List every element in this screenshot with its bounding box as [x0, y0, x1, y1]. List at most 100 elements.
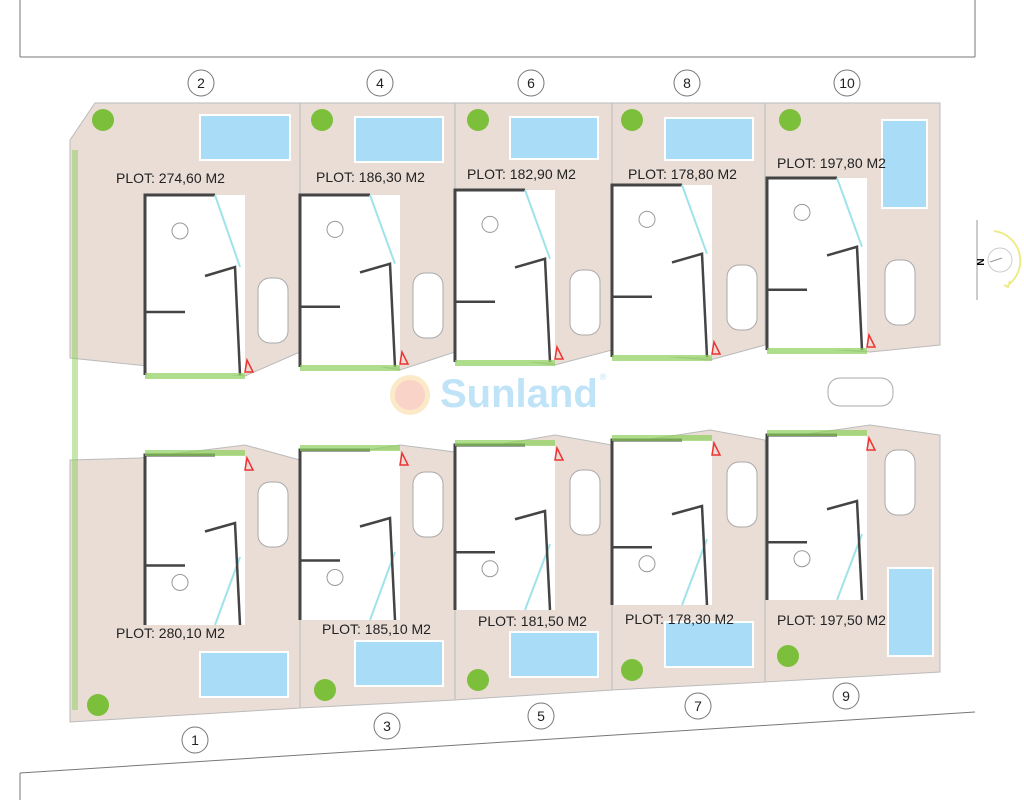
interior-wall: [204, 265, 242, 376]
plot-number: 1: [191, 732, 199, 748]
house-wall: [610, 183, 682, 357]
plot-number-badge: [366, 69, 394, 97]
plot-area-label: PLOT: 197,80 M2: [777, 155, 886, 171]
plot-2: PLOT: 274,60 M2 2: [69, 69, 301, 379]
house-footprint: [767, 178, 867, 350]
car-icon: [884, 259, 916, 326]
interior-wall: [826, 245, 864, 351]
palm-tree-icon: [467, 109, 489, 131]
house-footprint: [145, 195, 245, 375]
hedge: [612, 355, 712, 361]
sunland-logo: Sunland ®: [390, 372, 606, 417]
plot-9: PLOT: 197,50 M29: [764, 424, 941, 710]
plot-10: PLOT: 197,80 M2 10: [764, 69, 941, 354]
palm-tree-icon: [311, 109, 333, 131]
entrance-arrow-icon: [244, 455, 255, 471]
plot-number-badge: [832, 682, 860, 710]
logo-text: Sunland: [440, 372, 598, 416]
hedge: [72, 150, 78, 710]
north-arrow-icon: N: [976, 220, 1022, 300]
pool: [354, 116, 444, 163]
pool: [199, 114, 291, 161]
hedge: [767, 348, 867, 354]
pool: [199, 651, 289, 698]
house-wall: [453, 188, 525, 362]
hedge: [612, 435, 712, 441]
logo-registered: ®: [599, 372, 607, 382]
glazing: [524, 543, 551, 611]
north-label: N: [976, 258, 987, 265]
plot-number-badge: [684, 692, 712, 720]
plot-number: 10: [839, 75, 855, 91]
entrance-arrow-icon: [866, 435, 877, 451]
plot-5: PLOT: 181,50 M2 5: [453, 434, 613, 730]
car-icon: [412, 471, 444, 538]
interior-wall: [671, 252, 709, 358]
car-icon: [257, 481, 289, 548]
glazing: [681, 538, 708, 606]
plot-area-label: PLOT: 178,30 M2: [625, 611, 734, 627]
house-footprint: [455, 445, 555, 610]
plot-area-label: PLOT: 274,60 M2: [116, 170, 225, 186]
plot-number: 4: [376, 75, 384, 91]
interior-wall: [359, 262, 397, 368]
house-footprint: [300, 450, 400, 620]
glazing: [681, 184, 708, 255]
plot-1: PLOT: 280,10 M21: [69, 444, 301, 754]
entrance-arrow-icon: [866, 332, 877, 348]
furniture-icon: [326, 569, 344, 586]
car-icon: [726, 264, 758, 331]
pool: [881, 119, 928, 209]
plot-number-badge: [517, 69, 545, 97]
pool: [887, 567, 934, 657]
plot-area-label: PLOT: 181,50 M2: [478, 613, 587, 629]
pool: [354, 640, 444, 687]
plot-area-label: PLOT: 197,50 M2: [777, 612, 886, 628]
pool: [509, 631, 599, 678]
hedge: [767, 430, 867, 436]
palm-tree-icon: [777, 645, 799, 667]
palm-tree-icon: [621, 659, 643, 681]
furniture-icon: [171, 222, 189, 240]
pool: [664, 621, 754, 668]
plot-area-label: PLOT: 182,90 M2: [467, 166, 576, 182]
car-icon: [412, 272, 444, 339]
glazing: [214, 556, 241, 626]
house-footprint: [612, 440, 712, 605]
plot-3: PLOT: 185,10 M23: [298, 444, 456, 740]
plot-area-label: PLOT: 178,80 M2: [628, 166, 737, 182]
plot-number-badge: [527, 702, 555, 730]
glazing: [369, 194, 396, 265]
hedge: [455, 440, 555, 446]
hedge: [300, 365, 400, 371]
entrance-arrow-icon: [711, 339, 722, 355]
furniture-icon: [481, 560, 499, 578]
plot-number: 2: [197, 75, 205, 91]
glazing: [836, 177, 863, 248]
house-footprint: [612, 185, 712, 357]
plot-number-badge: [181, 726, 209, 754]
palm-tree-icon: [314, 679, 336, 701]
palm-tree-icon: [92, 109, 114, 131]
palm-tree-icon: [467, 669, 489, 691]
hedge: [455, 360, 555, 366]
plot-area-label: PLOT: 185,10 M2: [322, 621, 431, 637]
plot-number: 5: [537, 708, 545, 724]
furniture-icon: [638, 555, 656, 573]
palm-tree-icon: [779, 109, 801, 131]
sunland-logo-sun-icon: [390, 374, 430, 415]
house-footprint: [455, 190, 555, 362]
furniture-icon: [793, 550, 811, 568]
plot-number: 6: [527, 75, 535, 91]
plot-number: 8: [683, 75, 691, 91]
entrance-arrow-icon: [554, 445, 565, 461]
furniture-icon: [638, 210, 656, 228]
plot-6: PLOT: 182,90 M2 6: [453, 69, 613, 366]
plot-number-badge: [833, 69, 861, 97]
hedge: [145, 373, 245, 379]
interior-wall: [359, 516, 397, 621]
interior-wall: [514, 257, 552, 363]
plot-number-badge: [373, 712, 401, 740]
